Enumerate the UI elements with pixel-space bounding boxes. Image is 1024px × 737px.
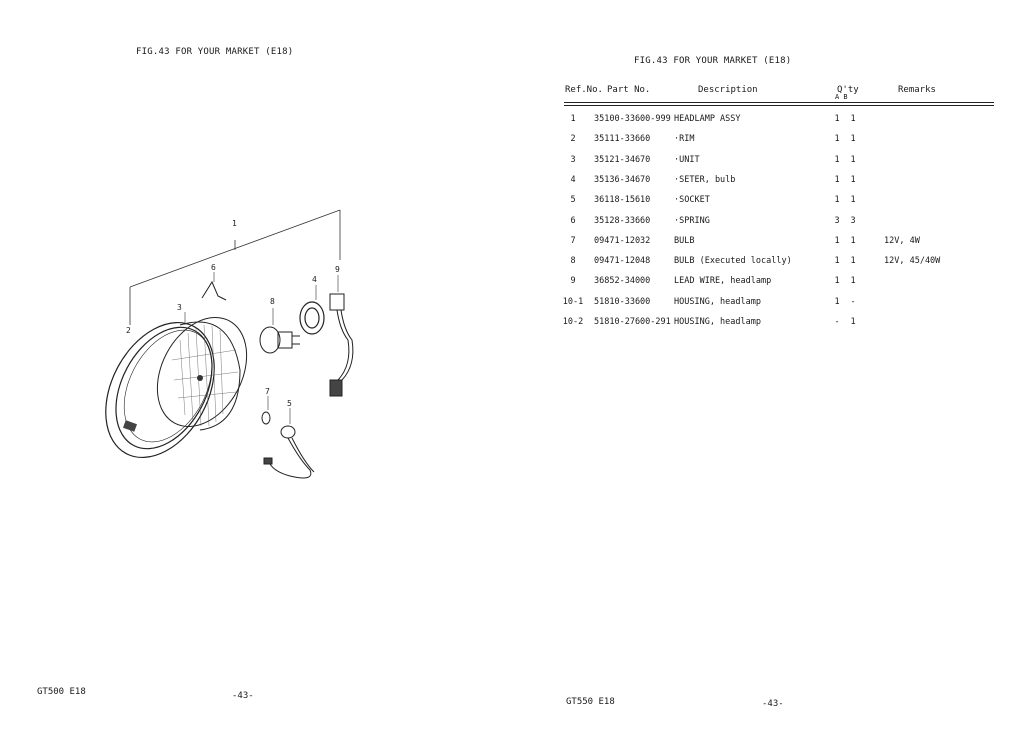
- cell-ref-no: 4: [570, 174, 576, 185]
- cell-ref-no: 8: [570, 256, 576, 267]
- cell-qty-b: 1: [850, 235, 856, 246]
- fig-title-right: FIG.43 FOR YOUR MARKET (E18): [634, 56, 792, 66]
- cell-remarks: 12V, 4W: [884, 235, 920, 246]
- cell-qty-a: -: [834, 317, 840, 327]
- cell-description: HEADLAMP ASSY: [674, 114, 741, 124]
- cell-description: LEAD WIRE, headlamp: [674, 276, 772, 287]
- left-page: FIG.43 FOR YOUR MARKET (E18): [37, 47, 370, 701]
- header-description: Description: [698, 85, 758, 95]
- callout-2: 2: [126, 326, 131, 335]
- cell-qty-a: 1: [834, 195, 840, 206]
- cell-qty-a: 1: [834, 276, 840, 287]
- cell-description: ·SETER, bulb: [674, 174, 736, 185]
- header-qty: Q'ty: [837, 85, 859, 95]
- callout-1: 1: [232, 219, 237, 228]
- cell-qty-b: 1: [850, 134, 856, 145]
- cell-description: HOUSING, headlamp: [674, 296, 761, 307]
- cell-remarks: 12V, 45/40W: [884, 256, 941, 267]
- cell-qty-a: 1: [834, 114, 840, 124]
- page-number-left: -43-: [232, 691, 254, 701]
- callout-7: 7: [265, 387, 270, 396]
- model-label-left: GT500 E18: [37, 687, 86, 697]
- cell-qty-b: 1: [850, 174, 856, 185]
- cell-qty-b: 1: [850, 317, 856, 327]
- header-rule: [564, 102, 994, 103]
- cell-description: HOUSING, headlamp: [674, 317, 761, 327]
- cell-description: BULB (Executed locally): [674, 256, 792, 267]
- cell-description: ·RIM: [674, 134, 695, 145]
- cell-ref-no: 10-1: [562, 296, 584, 307]
- cell-qty-a: 3: [834, 215, 840, 226]
- table-row: 10-1 51810-33600 HOUSING, headlamp 1-: [512, 297, 1024, 311]
- cell-ref-no: 10-2: [562, 317, 584, 327]
- cell-qty-b: 1: [850, 276, 856, 287]
- cell-qty-a: 1: [834, 256, 840, 267]
- callout-8: 8: [270, 297, 275, 306]
- cell-part-no: 35111-33660: [594, 134, 651, 145]
- right-page: FIG.43 FOR YOUR MARKET (E18) Ref.No. Par…: [512, 0, 1024, 737]
- model-label-right: GT550 E18: [566, 697, 615, 707]
- header-remarks: Remarks: [898, 85, 936, 95]
- cell-part-no: 35121-34670: [594, 154, 651, 165]
- callout-5: 5: [287, 399, 292, 408]
- cell-part-no: 35100-33600-999: [594, 114, 671, 124]
- cell-ref-no: 6: [570, 215, 576, 226]
- header-ref-no: Ref.No.: [565, 85, 603, 95]
- cell-ref-no: 3: [570, 154, 576, 165]
- cell-qty-a: 1: [834, 296, 840, 307]
- cell-qty-a: 1: [834, 235, 840, 246]
- cell-description: ·SOCKET: [674, 195, 710, 206]
- cell-part-no: 09471-12048: [594, 256, 651, 267]
- cell-qty-b: 1: [850, 195, 856, 206]
- header-rule-double: [564, 105, 994, 106]
- cell-qty-b: -: [850, 296, 856, 307]
- cell-part-no: 09471-12032: [594, 235, 651, 246]
- cell-qty-a: 1: [834, 174, 840, 185]
- cell-description: BULB: [674, 235, 695, 246]
- cell-part-no: 35136-34670: [594, 174, 651, 185]
- cell-ref-no: 2: [570, 134, 576, 145]
- cell-qty-b: 1: [850, 256, 856, 267]
- cell-part-no: 51810-33600: [594, 296, 651, 307]
- fig-title-left: FIG.43 FOR YOUR MARKET (E18): [136, 47, 294, 57]
- cell-qty-b: 1: [850, 114, 856, 124]
- cell-ref-no: 7: [570, 235, 576, 246]
- headlamp-exploded-diagram: 1 2 3 4 5 6 7 8 9: [90, 200, 370, 520]
- callout-4: 4: [312, 275, 317, 284]
- cell-description: ·SPRING: [674, 215, 710, 226]
- cell-part-no: 36852-34000: [594, 276, 651, 287]
- cell-ref-no: 1: [570, 114, 576, 124]
- cell-part-no: 51810-27600-291: [594, 317, 671, 327]
- cell-qty-a: 1: [834, 154, 840, 165]
- cell-ref-no: 5: [570, 195, 576, 206]
- cell-qty-b: 1: [850, 154, 856, 165]
- header-qty-ab: A B: [835, 93, 848, 101]
- page-number-right: -43-: [762, 699, 784, 709]
- cell-part-no: 36118-15610: [594, 195, 651, 206]
- cell-part-no: 35128-33660: [594, 215, 651, 226]
- callout-3: 3: [177, 303, 182, 312]
- cell-qty-a: 1: [834, 134, 840, 145]
- callout-9: 9: [335, 265, 340, 274]
- header-part-no: Part No.: [607, 85, 651, 95]
- cell-description: ·UNIT: [674, 154, 700, 165]
- cell-qty-b: 3: [850, 215, 856, 226]
- cell-ref-no: 9: [570, 276, 576, 287]
- callout-6: 6: [211, 263, 216, 272]
